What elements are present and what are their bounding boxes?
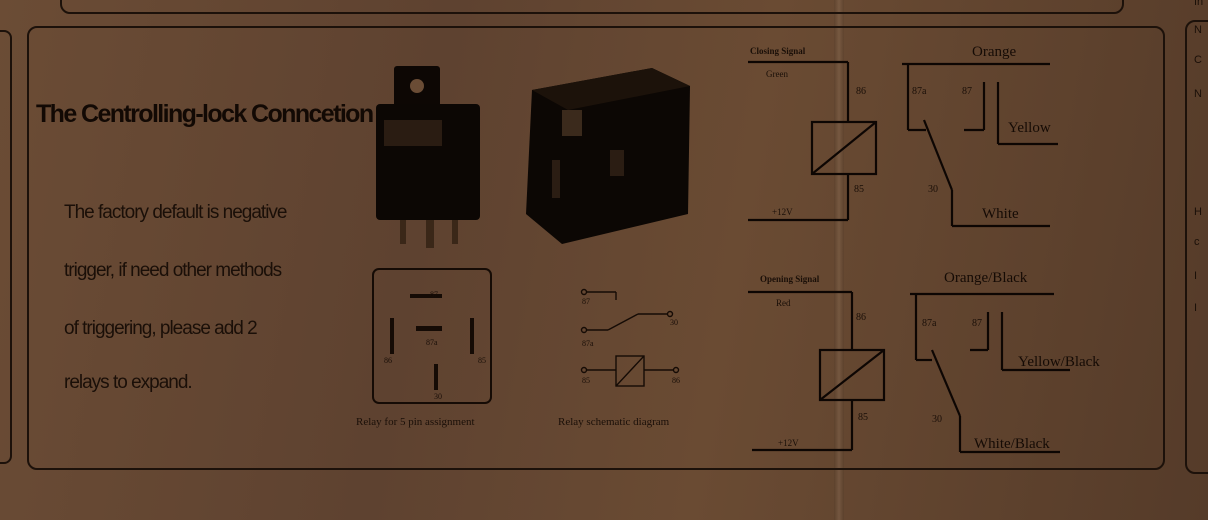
right-edge-text: N <box>1194 88 1202 100</box>
opening-wire-yellow-black: Yellow/Black <box>1018 354 1100 370</box>
schematic-label: 30 <box>670 318 678 327</box>
closing-pin-87a: 87a <box>912 86 927 97</box>
closing-wire-yellow: Yellow <box>1008 120 1051 136</box>
top-frame <box>60 0 1124 14</box>
closing-relay-wiring <box>748 60 1058 228</box>
right-edge-text: C <box>1194 54 1202 66</box>
opening-pin-85: 85 <box>858 412 868 423</box>
right-frame <box>1185 20 1208 474</box>
pin-label: 87 <box>430 290 438 299</box>
opening-relay-wiring <box>748 290 1070 454</box>
closing-signal-label: Closing Signal <box>750 46 806 56</box>
left-frame <box>0 30 12 464</box>
opening-wire-orange-black: Orange/Black <box>944 270 1028 286</box>
closing-pin-30: 30 <box>928 184 938 195</box>
description-line: of triggering, please add 2 <box>64 318 258 339</box>
description-line: The factory default is negative <box>64 202 287 223</box>
opening-wire-white-black: White/Black <box>974 436 1050 452</box>
pin-assignment-diagram <box>372 268 492 404</box>
closing-pin-85: 85 <box>854 184 864 195</box>
closing-supply: +12V <box>772 207 793 217</box>
schematic-caption: Relay schematic diagram <box>558 416 670 428</box>
right-edge-text: N <box>1194 24 1202 36</box>
pin-assignment-caption: Relay for 5 pin assignment <box>356 416 475 428</box>
description-line: trigger, if need other methods <box>64 260 282 281</box>
closing-pin-87: 87 <box>962 86 972 97</box>
pin-label: 30 <box>434 392 442 401</box>
paper-fold <box>834 0 844 520</box>
pin-label: 85 <box>478 356 486 365</box>
opening-pin-30: 30 <box>932 414 942 425</box>
section-title: The Centrolling-lock Conncetion <box>36 100 374 128</box>
closing-pin-86: 86 <box>856 86 866 97</box>
connection-panel <box>27 26 1165 470</box>
right-edge-text: In <box>1194 0 1204 8</box>
right-edge-text: H <box>1194 206 1202 218</box>
schematic-label: 86 <box>672 376 680 385</box>
closing-signal-color: Green <box>766 69 788 79</box>
opening-signal-label: Opening Signal <box>760 274 820 284</box>
right-edge-text: I <box>1194 302 1198 314</box>
opening-pin-86: 86 <box>856 312 866 323</box>
right-edge-text: I <box>1194 270 1198 282</box>
relay-photo-small <box>376 66 480 248</box>
relay-photo-large <box>526 68 690 244</box>
description-line: relays to expand. <box>64 372 193 393</box>
opening-pin-87: 87 <box>972 318 982 329</box>
right-edge-text: c <box>1194 236 1200 248</box>
opening-pin-87a: 87a <box>922 318 937 329</box>
opening-supply: +12V <box>778 438 799 448</box>
closing-wire-white: White <box>982 206 1019 222</box>
pin-label: 87a <box>426 338 438 347</box>
closing-wire-orange: Orange <box>972 44 1017 60</box>
opening-signal-color: Red <box>776 298 791 308</box>
pin-label: 86 <box>384 356 392 365</box>
schematic-label: 87a <box>582 339 594 348</box>
schematic-label: 87 <box>582 297 590 306</box>
schematic-label: 85 <box>582 376 590 385</box>
relay-schematic-diagram <box>580 288 680 387</box>
